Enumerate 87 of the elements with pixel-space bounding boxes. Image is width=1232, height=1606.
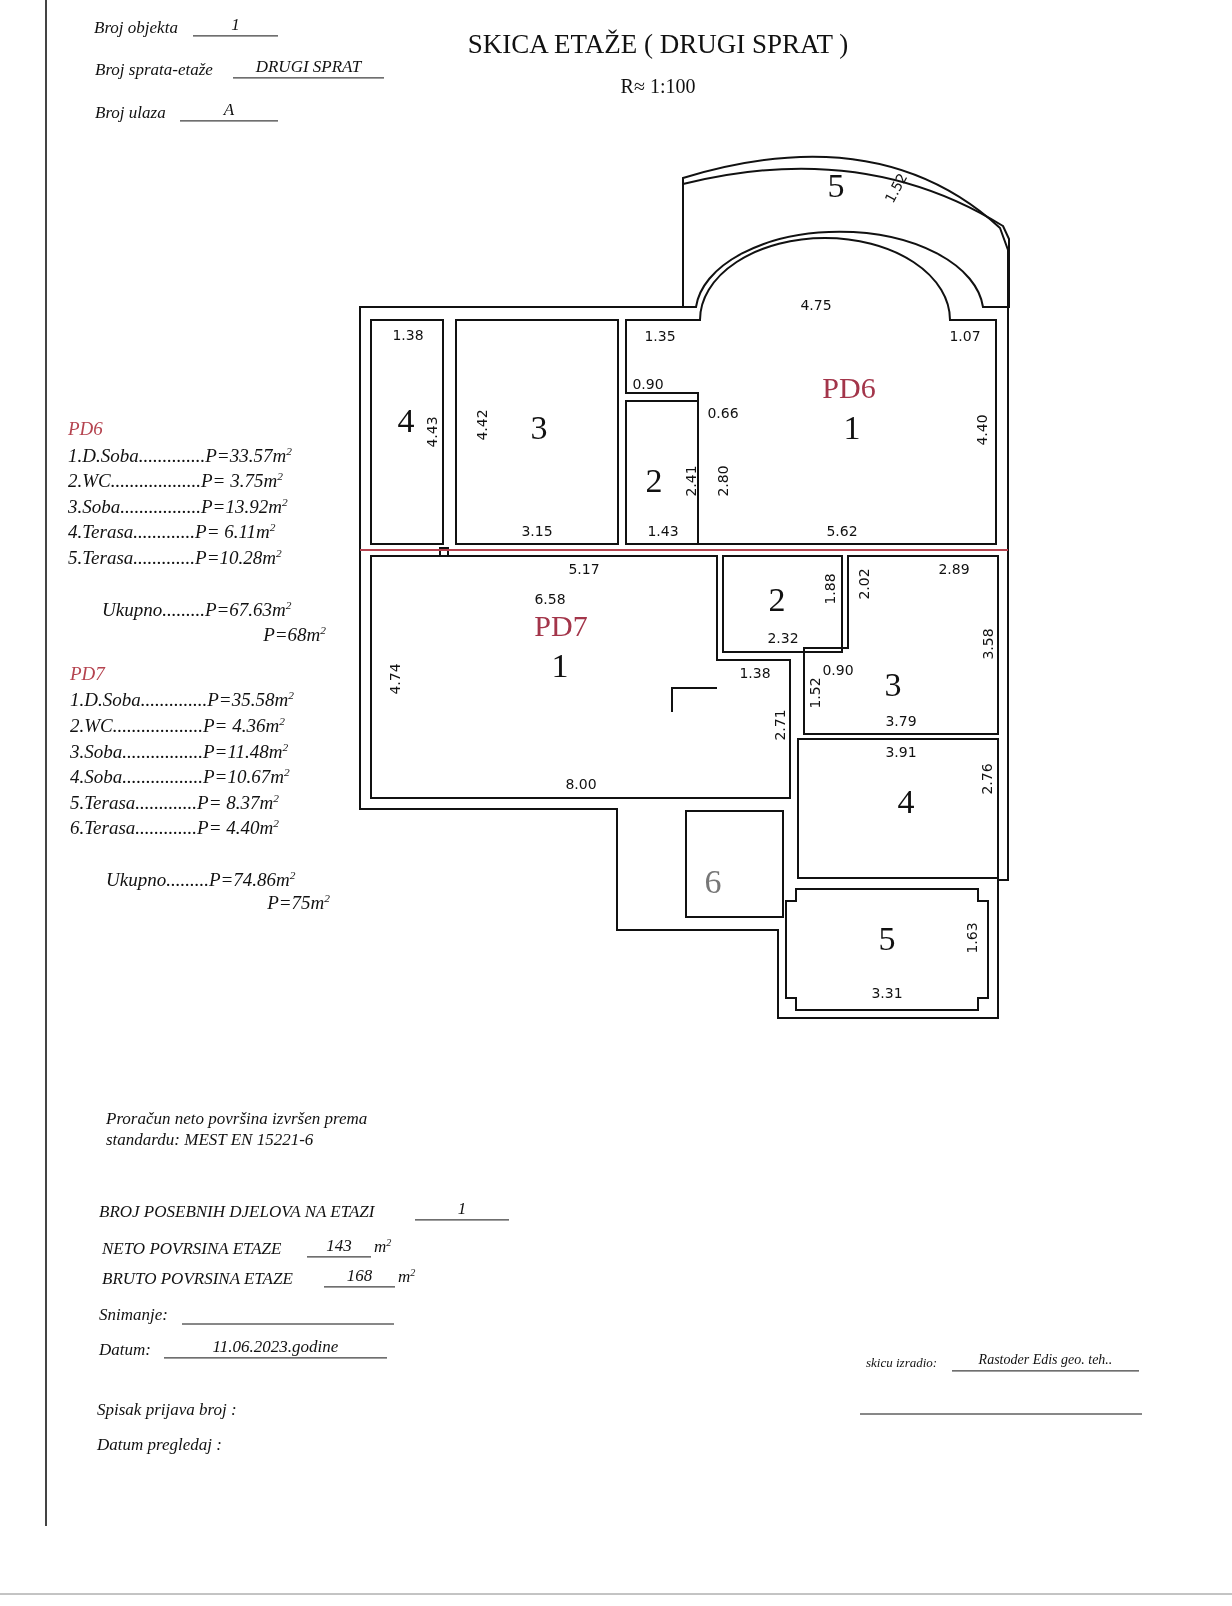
dimension-label: 5.17 (568, 561, 600, 577)
fill-in-line: Rastoder Edis geo. teh.. (952, 1350, 1139, 1372)
dimension-label: 4.43 (424, 416, 440, 448)
dimension-label: 1.38 (739, 665, 771, 681)
dimension-label: 1.43 (647, 523, 679, 539)
dimension-label: 1.88 (822, 573, 838, 605)
area-entry: 4.Soba.................P=10.67m$^{2}$ (70, 765, 290, 789)
dimension-label: 1.35 (644, 328, 676, 344)
dimension-label: 2.02 (856, 568, 872, 600)
area-entry: 2.WC...................P= 3.75m$^{2}$ (68, 469, 283, 493)
dimension-label: 4.75 (800, 297, 832, 313)
dimension-label: 4.42 (474, 409, 490, 441)
area-entry: Ukupno.........P=67.63m$^{2}$ (102, 598, 292, 622)
dimension-label: 6.58 (534, 591, 566, 607)
dimension-label: 2.41 (683, 465, 699, 497)
dimension-label: 3.91 (885, 744, 917, 760)
title: SKICA ETAŽE ( DRUGI SPRAT ) (467, 28, 849, 60)
dimension-label: 0.90 (632, 376, 664, 392)
form-label: Datum: (99, 1340, 151, 1360)
unit-label: PD6 (822, 371, 876, 405)
dimension-label: 3.58 (980, 628, 996, 660)
dimension-label: 2.80 (715, 465, 731, 497)
form-label: skicu izradio: (866, 1355, 938, 1371)
unit-heading: PD7 (70, 663, 105, 685)
room-number: 4 (397, 402, 415, 440)
area-entry: 5.Terasa.............P=10.28m$^{2}$ (68, 546, 282, 570)
form-label: BROJ POSEBNIH DJELOVA NA ETAZI (99, 1202, 375, 1222)
form-label: m$^{2}$ (374, 1236, 392, 1258)
dimension-label: 1.07 (949, 328, 981, 344)
room-number: 3 (884, 666, 902, 704)
room-number: 2 (768, 581, 786, 619)
area-entry: 5.Terasa.............P= 8.37m$^{2}$ (70, 791, 279, 815)
dimension-label: 2.71 (772, 709, 788, 741)
room-number: 6 (704, 863, 722, 901)
fill-in-line: 168 (324, 1266, 395, 1288)
form-label: Broj sprata-etaže (95, 60, 213, 80)
fill-in-line: 143 (307, 1236, 371, 1258)
dimension-label: 2.76 (979, 763, 995, 795)
dimension-label: 4.74 (387, 663, 403, 695)
note-text: Proračun neto površina izvršen prema standardu: MEST EN 15221-6 (106, 1108, 369, 1150)
area-entry: 1.D.Soba..............P=33.57m$^{2}$ (68, 444, 292, 468)
area-entry: 1.D.Soba..............P=35.58m$^{2}$ (70, 688, 294, 712)
area-entry: 3.Soba.................P=11.48m$^{2}$ (70, 740, 289, 764)
area-entry: P=75m$^{2}$ (267, 891, 330, 915)
area-entry: 3.Soba.................P=13.92m$^{2}$ (68, 495, 288, 519)
unit-heading: PD6 (68, 418, 103, 440)
dimension-label: 1.52 (807, 677, 823, 709)
fill-in-line: 1 (193, 15, 278, 37)
form-label: Datum pregledaj : (97, 1435, 222, 1455)
dimension-label: 1.52 (881, 170, 911, 206)
area-entry: P=68m$^{2}$ (263, 623, 326, 647)
dimension-label: 3.15 (521, 523, 553, 539)
fill-in-line: 1 (415, 1199, 509, 1221)
dimension-label: 1.63 (964, 922, 980, 954)
room-number: 1 (843, 409, 861, 447)
dimension-label: 1.38 (392, 327, 424, 343)
form-label: Broj ulaza (95, 103, 166, 123)
form-label: Spisak prijava broj : (97, 1400, 237, 1420)
fill-in-line: DRUGI SPRAT (233, 57, 384, 79)
dimension-label: 0.90 (822, 662, 854, 678)
dimension-label: 2.32 (767, 630, 799, 646)
scale-label: R≈ 1:100 (620, 74, 696, 98)
area-entry: Ukupno.........P=74.86m$^{2}$ (106, 868, 296, 892)
room-number: 5 (827, 167, 845, 205)
form-label: Snimanje: (99, 1305, 168, 1325)
dimension-label: 2.89 (938, 561, 970, 577)
dimension-label: 4.40 (974, 414, 990, 446)
form-label: BRUTO POVRSINA ETAZE (102, 1269, 293, 1289)
dimension-label: 8.00 (565, 776, 597, 792)
dimension-label: 0.66 (707, 405, 739, 421)
room-number: 1 (551, 647, 569, 685)
area-entry: 4.Terasa.............P= 6.11m$^{2}$ (68, 520, 276, 544)
dimension-label: 3.79 (885, 713, 917, 729)
form-label: Broj objekta (94, 18, 178, 38)
area-entry: 2.WC...................P= 4.36m$^{2}$ (70, 714, 285, 738)
area-entry: 6.Terasa.............P= 4.40m$^{2}$ (70, 816, 279, 840)
room-number: 5 (878, 920, 896, 958)
unit-label: PD7 (534, 609, 588, 643)
form-label: m$^{2}$ (398, 1266, 416, 1288)
form-label: NETO POVRSINA ETAZE (102, 1239, 282, 1259)
dimension-label: 5.62 (826, 523, 858, 539)
room-number: 3 (530, 409, 548, 447)
fill-in-line: A (180, 100, 278, 122)
room-number: 4 (897, 783, 915, 821)
fill-in-line: 11.06.2023.godine (164, 1337, 387, 1359)
room-number: 2 (645, 462, 663, 500)
dimension-label: 3.31 (871, 985, 903, 1001)
